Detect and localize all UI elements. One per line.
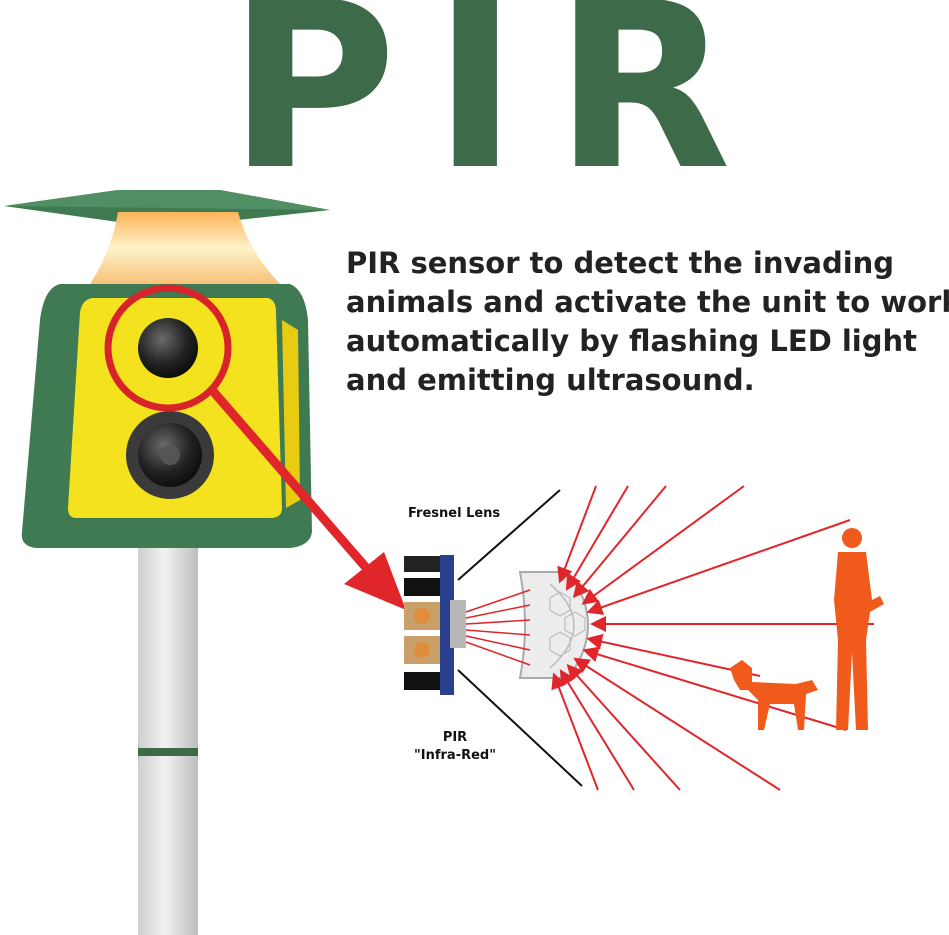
- description-line: automatically by flashing LED light: [346, 324, 918, 358]
- pir-label-line: "Infra-Red": [413, 748, 496, 763]
- pir-highlight-pointer: [104, 284, 406, 610]
- field-of-view-lines: [457, 489, 583, 787]
- pole: [138, 540, 198, 935]
- focused-beams: [465, 589, 531, 666]
- pir-label-line: PIR: [442, 730, 468, 745]
- fresnel-lens-label: Fresnel Lens: [408, 506, 501, 521]
- description-line: and emitting ultrasound.: [346, 363, 755, 397]
- fresnel-lens-dome: [518, 571, 589, 679]
- repeller-device: [4, 190, 330, 548]
- pir-infrared-label: PIR "Infra-Red": [405, 729, 505, 765]
- page-title: PIR: [228, 0, 768, 221]
- description-line: animals and activate the unit to work: [346, 285, 949, 319]
- dog-figure: [730, 660, 818, 730]
- infrared-rays: [551, 485, 874, 791]
- description-line: PIR sensor to detect the invading: [346, 246, 895, 280]
- human-figure: [834, 528, 884, 730]
- pir-description: PIR sensor to detect the invading animal…: [346, 244, 949, 400]
- pir-sensor-board: [404, 555, 466, 695]
